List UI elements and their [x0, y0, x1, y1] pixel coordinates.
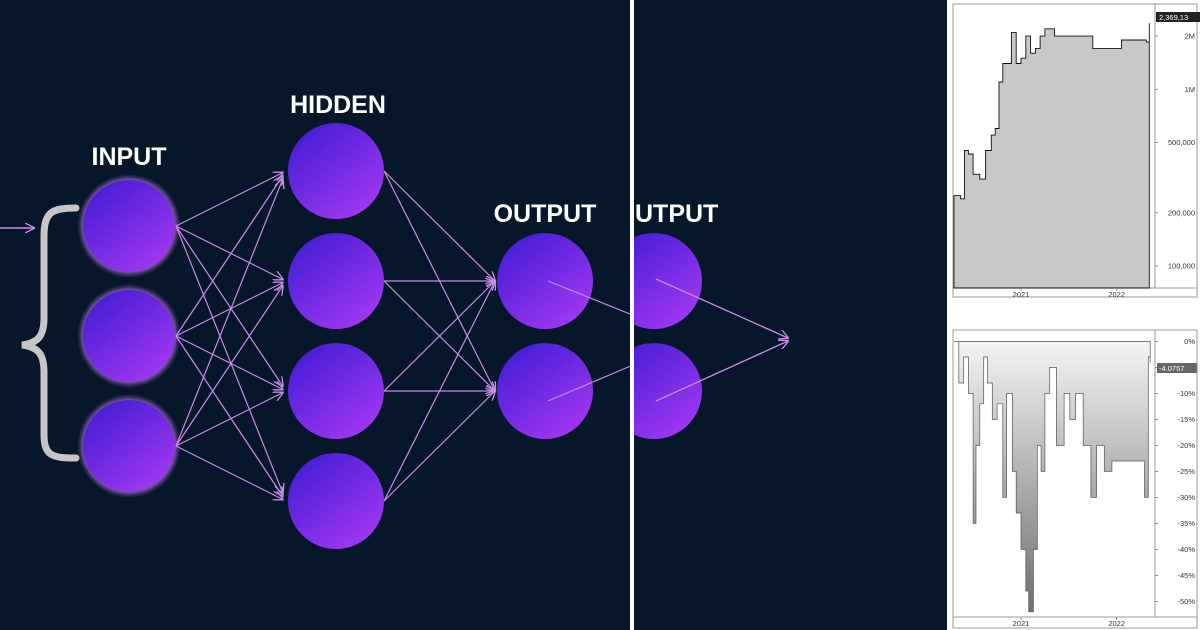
output-layer-label: OUTPUT	[494, 200, 597, 228]
connection-line	[175, 225, 283, 493]
equity-chart: 2M 1M 500,000 200,000 100,000 2021 2022 2,369…	[952, 3, 1200, 299]
neural-network-panel: INPUT HIDDEN OUTPUT	[0, 0, 630, 630]
connection-line	[383, 391, 495, 502]
output-arrow	[655, 341, 788, 402]
input-node	[83, 400, 175, 492]
hidden-layer	[288, 123, 384, 549]
equity-last-value: 2,369,13	[1159, 13, 1188, 22]
neural-network-diagram: INPUT HIDDEN OUTPUT	[0, 0, 630, 630]
input-layer	[77, 174, 181, 498]
connection-line	[383, 281, 495, 502]
drawdown-area	[954, 341, 1151, 613]
connection-line	[383, 281, 495, 392]
connection-line	[383, 170, 495, 281]
drawdown-x-tick-label: 2022	[1108, 619, 1125, 628]
connection-line	[175, 335, 283, 389]
output-layer	[497, 233, 593, 439]
drawdown-y-tick-label: -35%	[1177, 519, 1195, 528]
connection-line	[175, 176, 283, 337]
input-node	[83, 290, 175, 382]
charts-panel: 2M 1M 500,000 200,000 100,000 2021 2022 2,369…	[947, 0, 1200, 630]
drawdown-y-tick-label: 0%	[1184, 337, 1195, 346]
equity-x-tick-label: 2022	[1108, 290, 1125, 299]
drawdown-y-tick-label: -30%	[1177, 493, 1195, 502]
equity-y-tick-label: 500,000	[1168, 138, 1195, 147]
connection-line	[175, 286, 283, 447]
hidden-node	[288, 453, 384, 549]
connection-line	[175, 393, 283, 447]
drawdown-last-value: -4.0757	[1159, 364, 1184, 373]
drawdown-x-tick-label: 2021	[1013, 619, 1030, 628]
output-crop-label: UTPUT	[635, 200, 718, 228]
output-node	[634, 233, 702, 329]
output-node	[497, 233, 593, 329]
drawdown-y-tick-label: -15%	[1177, 415, 1195, 424]
hidden-node	[288, 233, 384, 329]
connection-line	[175, 445, 283, 499]
hidden-node	[288, 123, 384, 219]
drawdown-last-value-badge: -4.0757	[1157, 363, 1197, 373]
output-node	[497, 343, 593, 439]
equity-y-tick-label: 100,000	[1168, 261, 1195, 270]
drawdown-y-tick-label: -50%	[1177, 597, 1195, 606]
connection-line	[175, 179, 283, 447]
hidden-layer-label: HIDDEN	[290, 91, 386, 119]
equity-area	[953, 23, 1150, 289]
input-brace	[21, 204, 80, 462]
drawdown-y-tick-label: -45%	[1177, 571, 1195, 580]
output-crop-diagram: UTPUT	[634, 0, 947, 630]
equity-x-tick-label: 2021	[1013, 290, 1030, 299]
drawdown-y-tick-label: -25%	[1177, 467, 1195, 476]
drawdown-chart: 0%-5%-10%-15%-20%-25%-30%-35%-40%-45%-50…	[952, 329, 1198, 629]
drawdown-y-tick-label: -40%	[1177, 545, 1195, 554]
equity-last-value-badge: 2,369,13	[1156, 12, 1200, 22]
output-crop-panel: UTPUT	[634, 0, 947, 630]
connection-line	[175, 173, 283, 227]
connection-lines	[175, 170, 495, 502]
charts-svg: 2M 1M 500,000 200,000 100,000 2021 2022 2,369…	[952, 3, 1200, 629]
output-node	[634, 343, 702, 439]
equity-y-tick-label: 2M	[1185, 32, 1195, 41]
drawdown-y-tick-label: -20%	[1177, 441, 1195, 450]
drawdown-y-tick-label: -10%	[1177, 389, 1195, 398]
output-to-result-lines	[547, 280, 630, 402]
input-layer-label: INPUT	[92, 143, 167, 171]
connection-line	[175, 225, 283, 386]
connection-line	[175, 225, 283, 279]
equity-y-tick-label: 200,000	[1168, 208, 1195, 217]
output-arrow	[655, 278, 788, 338]
equity-y-tick-label: 1M	[1185, 85, 1195, 94]
connection-line	[175, 283, 283, 337]
connection-line	[175, 335, 283, 496]
hidden-node	[288, 343, 384, 439]
input-node	[83, 180, 175, 272]
